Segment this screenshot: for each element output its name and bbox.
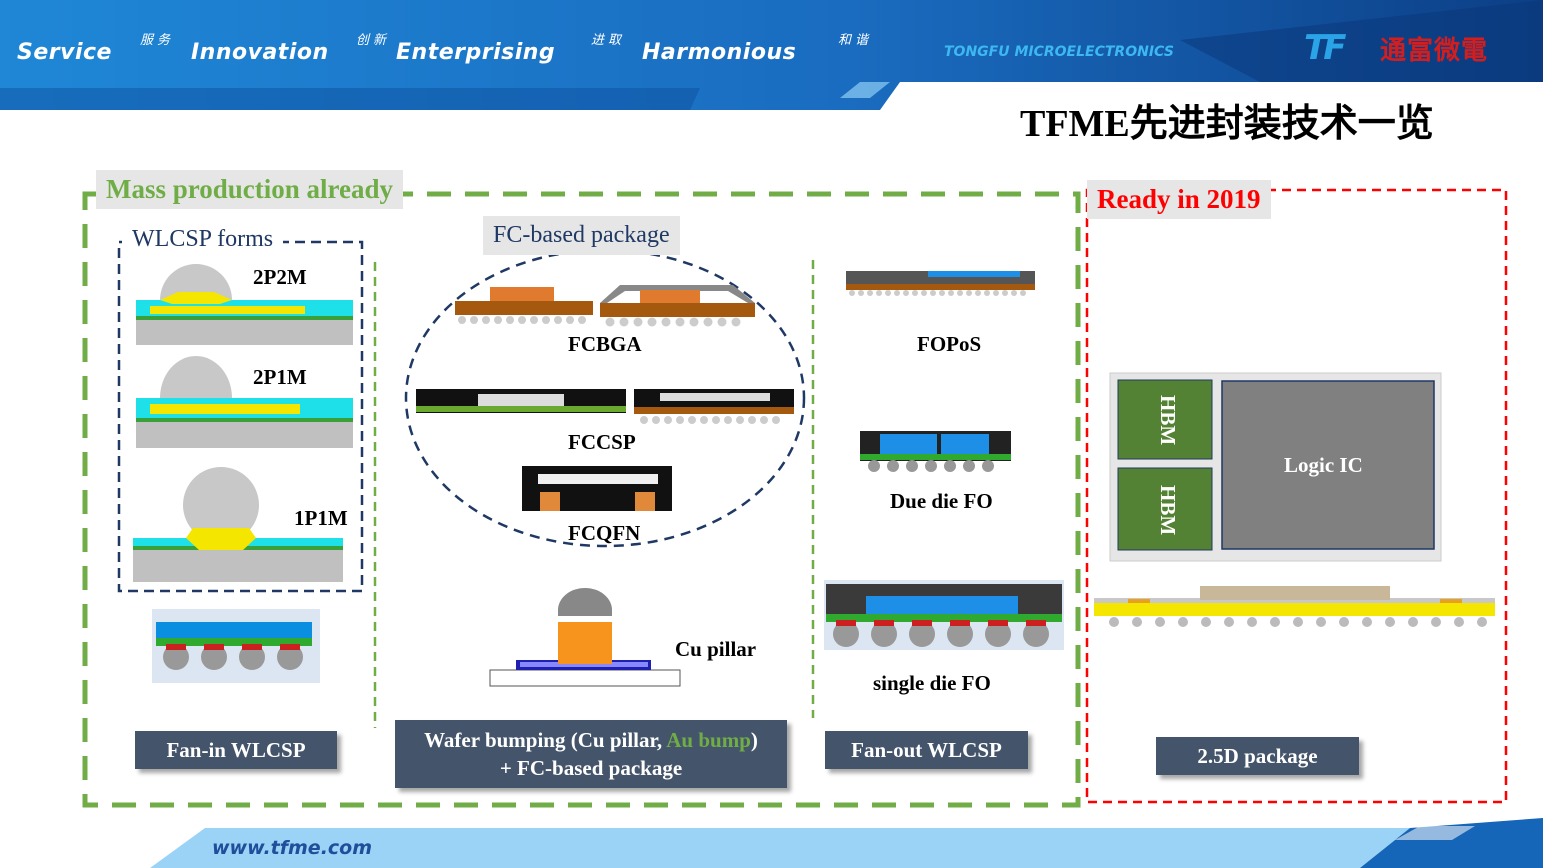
- cu-pillar-drawing: [489, 588, 681, 687]
- slogan-enterprising-cn: 进取: [591, 33, 626, 48]
- slogan-innovation-cn: 创新: [356, 33, 391, 48]
- hbm-label-1: HBM: [1156, 394, 1180, 446]
- brand-name-cn: 通富微電: [1380, 36, 1489, 66]
- wafer-bumping-text-c: ): [750, 728, 758, 752]
- fc-package-label: FC-based package: [483, 216, 680, 255]
- fcbga-drawing: [455, 285, 755, 327]
- ready-2019-label: Ready in 2019: [1087, 180, 1271, 219]
- slogan-service: Service: [17, 40, 112, 65]
- single-die-fo-label: single die FO: [873, 671, 991, 695]
- wlcsp-2p2m-drawing: [136, 263, 353, 345]
- wlcsp-forms-label: WLCSP forms: [122, 224, 284, 255]
- dual-die-fo-drawing: [860, 431, 1011, 472]
- wafer-bumping-line1: Wafer bumping (Cu pillar, Au bump): [395, 726, 787, 754]
- form-1p1m-label: 1P1M: [294, 506, 348, 530]
- dual-die-fo-label: Due die FO: [890, 489, 993, 513]
- fan-out-wlcsp-button[interactable]: Fan-out WLCSP: [825, 731, 1028, 769]
- fcqfn-drawing: [522, 466, 672, 511]
- slogan-service-cn: 服务: [140, 33, 175, 48]
- slogan-harmonious: Harmonious: [642, 40, 797, 65]
- footer-url-link[interactable]: www.tfme.com: [212, 837, 373, 859]
- fccsp-label: FCCSP: [568, 430, 636, 454]
- form-2p2m-label: 2P2M: [253, 265, 307, 289]
- footer-corner: [1360, 818, 1543, 868]
- slogan-enterprising: Enterprising: [396, 40, 556, 65]
- au-bump-text: Au bump: [666, 728, 751, 752]
- fccsp-drawing: [416, 389, 794, 424]
- fan-in-wlcsp-button[interactable]: Fan-in WLCSP: [135, 731, 337, 769]
- fopos-drawing: [846, 271, 1035, 296]
- 2-5d-top-view: [1109, 372, 1442, 562]
- company-logo-icon: TF: [1304, 28, 1346, 68]
- cu-pillar-label: Cu pillar: [675, 637, 757, 661]
- slogan-harmonious-cn: 和谐: [838, 33, 873, 48]
- footer-bar: [150, 828, 1410, 868]
- wafer-bumping-text-a: Wafer bumping (Cu pillar,: [424, 728, 667, 752]
- brand-name-en: TONGFU MICROELECTRONICS: [944, 44, 1174, 60]
- wafer-bumping-line2: + FC-based package: [499, 756, 683, 780]
- page-title: TFME先进封装技术一览: [1020, 103, 1434, 145]
- wlcsp-2p1m-drawing: [136, 356, 353, 448]
- single-die-fo-drawing: [824, 580, 1064, 650]
- header-banner: [0, 0, 1543, 110]
- 2-5d-cross-section: [1094, 586, 1495, 627]
- fan-in-package-drawing: [152, 609, 320, 683]
- wafer-bumping-button[interactable]: Wafer bumping (Cu pillar, Au bump) + FC-…: [395, 720, 787, 788]
- fcqfn-label: FCQFN: [568, 521, 641, 545]
- 2-5d-package-button[interactable]: 2.5D package: [1156, 737, 1359, 775]
- hbm-label-2: HBM: [1156, 484, 1180, 536]
- mass-production-frame: [82, 191, 1081, 808]
- slogan-innovation: Innovation: [191, 40, 329, 65]
- fopos-label: FOPoS: [917, 332, 982, 356]
- form-2p1m-label: 2P1M: [253, 365, 307, 389]
- logic-ic-label: Logic IC: [1284, 453, 1363, 477]
- wlcsp-1p1m-drawing: [133, 467, 343, 582]
- fcbga-label: FCBGA: [568, 332, 642, 356]
- mass-production-label: Mass production already: [96, 170, 404, 209]
- ready-2019-frame: [1085, 188, 1508, 804]
